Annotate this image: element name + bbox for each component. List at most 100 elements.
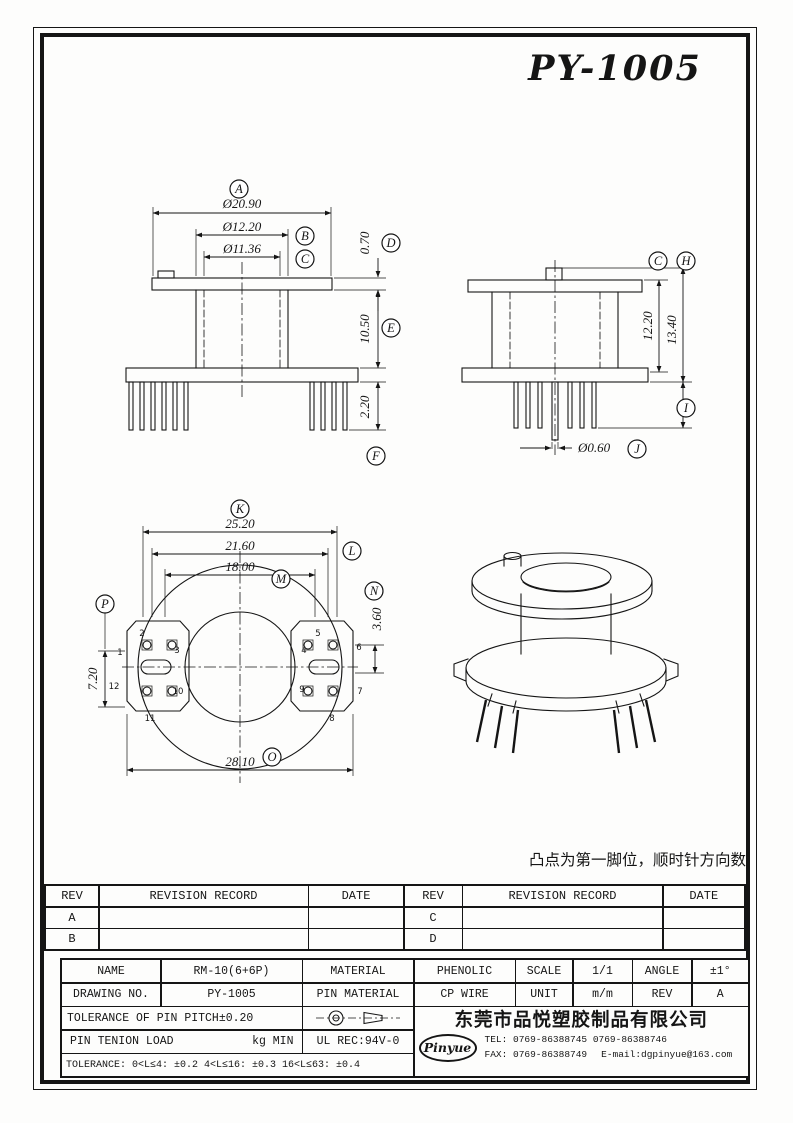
balloon-n: N: [364, 581, 384, 601]
sheet-border-outer: [33, 27, 757, 1090]
pin-number: 10: [173, 687, 184, 697]
name-label: NAME: [62, 960, 160, 982]
pin-numbers: 2 1 3 12 10 11 5 4 6 9 7 8: [109, 629, 363, 724]
rev-row-c: C: [404, 907, 462, 928]
svg-text:C: C: [654, 254, 663, 268]
balloon-o: O: [262, 747, 282, 767]
rev-value: A: [692, 983, 748, 1006]
balloon-i: I: [676, 398, 696, 418]
pin-tension-unit: kg MIN: [252, 1035, 294, 1048]
balloon-b: B: [295, 226, 315, 246]
balloon-p: P: [95, 594, 115, 614]
angle-label: ANGLE: [633, 960, 691, 982]
pin-number: 9: [299, 685, 304, 695]
svg-text:K: K: [235, 502, 245, 516]
company-contact: TEL: 0769-86388745 0769-86388746 FAX: 07…: [485, 1033, 733, 1062]
company-fax: FAX: 0769-86388749: [484, 1048, 588, 1060]
third-angle-projection-icon: [316, 1010, 400, 1026]
front-view-pins: [128, 381, 348, 431]
pin-number: 11: [145, 714, 156, 724]
rev-row-b: B: [46, 929, 98, 949]
side-view-pins: [513, 381, 597, 441]
svg-text:H: H: [680, 254, 691, 268]
dim-l-text: 21.60: [225, 538, 255, 553]
dim-m-text: 18.00: [225, 559, 255, 574]
pin-material-value: CP WIRE: [414, 983, 515, 1006]
rev-row-d: D: [404, 929, 462, 949]
front-view: Ø20.90 Ø12.20 Ø11.36 0.70 10.50: [125, 179, 401, 466]
rev-row-b-date: [309, 929, 403, 949]
balloon-j: J: [627, 439, 647, 459]
pin-tension-label: PIN TENION LOAD: [70, 1035, 174, 1048]
unit-label: UNIT: [516, 983, 572, 1006]
date-col-header-left: DATE: [309, 886, 403, 906]
svg-text:P: P: [100, 597, 109, 611]
pin-pitch-tolerance: TOLERANCE OF PIN PITCH±0.20: [62, 1007, 302, 1029]
svg-text:J: J: [634, 442, 641, 456]
bottom-view: 2 1 3 12 10 11 5 4 6 9 7 8 25.20: [85, 499, 384, 783]
balloon-h: H: [676, 251, 696, 271]
dim-e-text: 10.50: [357, 314, 372, 344]
side-view-dimensions: 12.20 13.40 Ø0.60: [520, 267, 692, 455]
rev-col-header-left: REV: [46, 886, 98, 906]
dim-c-text: Ø11.36: [222, 241, 261, 256]
svg-text:F: F: [371, 449, 380, 463]
svg-text:N: N: [369, 584, 379, 598]
pin-number: 5: [315, 629, 320, 639]
company-info: 东莞市品悦塑胶制品有限公司 Pinyue TEL: 0769-86388745 …: [414, 1007, 748, 1076]
angle-value: ±1°: [692, 960, 748, 982]
svg-text:D: D: [385, 236, 395, 250]
company-name: 东莞市品悦塑胶制品有限公司: [454, 1010, 708, 1031]
part-number-title: PY-1005: [528, 48, 702, 89]
rev-row-c-date: [663, 907, 744, 928]
unit-value: m/m: [573, 983, 632, 1006]
dim-b-text: Ø12.20: [222, 219, 262, 234]
pin-number: 8: [329, 714, 334, 724]
rev-row-c-record: [463, 907, 662, 928]
balloon-m: M: [271, 569, 291, 589]
material-value: PHENOLIC: [414, 960, 515, 982]
rev-row-d-record: [463, 929, 662, 949]
ul-rec: UL REC:94V-0: [303, 1030, 413, 1053]
rev-row-b-record: [99, 929, 308, 949]
dim-n-text: 3.60: [369, 607, 384, 631]
svg-text:L: L: [348, 544, 356, 558]
pin-number: 6: [356, 643, 361, 653]
date-col-header-right: DATE: [663, 886, 744, 906]
name-value: RM-10(6+6P): [161, 960, 302, 982]
svg-text:A: A: [234, 182, 243, 196]
bottom-view-dimensions: 25.20 21.60 18.00 3.60 7.20: [85, 516, 384, 776]
dim-pin-dia-text: Ø0.60: [577, 440, 611, 455]
pin-orientation-note: 凸点为第一脚位，顺时针方向数: [528, 851, 746, 869]
rev-row-a: A: [46, 907, 98, 928]
balloon-c2: C: [648, 251, 668, 271]
dim-d-text: 0.70: [357, 231, 372, 254]
dim-p-text: 7.20: [85, 667, 100, 690]
balloon-d: D: [381, 233, 401, 253]
svg-text:B: B: [301, 229, 309, 243]
scale-label: SCALE: [516, 960, 572, 982]
rev-label: REV: [633, 983, 691, 1006]
dim-f-text: 2.20: [357, 395, 372, 418]
dim-a-text: Ø20.90: [222, 196, 262, 211]
pin-number: 4: [301, 646, 306, 656]
balloon-f: F: [366, 446, 386, 466]
rev-row-a-date: [309, 907, 403, 928]
front-view-dimensions: Ø20.90 Ø12.20 Ø11.36 0.70 10.50: [152, 196, 386, 431]
company-tel: TEL: 0769-86388745 0769-86388746: [484, 1034, 667, 1046]
balloon-k: K: [230, 499, 250, 519]
side-view: 12.20 13.40 Ø0.60 C H I J: [461, 251, 696, 459]
drawing-no-label: DRAWING NO.: [62, 983, 160, 1006]
isometric-view: [453, 551, 679, 754]
svg-text:M: M: [275, 572, 287, 586]
pin-tension-row: PIN TENION LOAD kg MIN: [62, 1030, 302, 1053]
record-col-header-left: REVISION RECORD: [99, 886, 308, 906]
pin-number: 3: [174, 646, 179, 656]
balloon-l: L: [342, 541, 362, 561]
company-email: E-mail:dgpinyue@163.com: [601, 1048, 733, 1060]
record-col-header-right: REVISION RECORD: [463, 886, 662, 906]
rev-row-d-date: [663, 929, 744, 949]
drawing-no-value: PY-1005: [161, 983, 302, 1006]
